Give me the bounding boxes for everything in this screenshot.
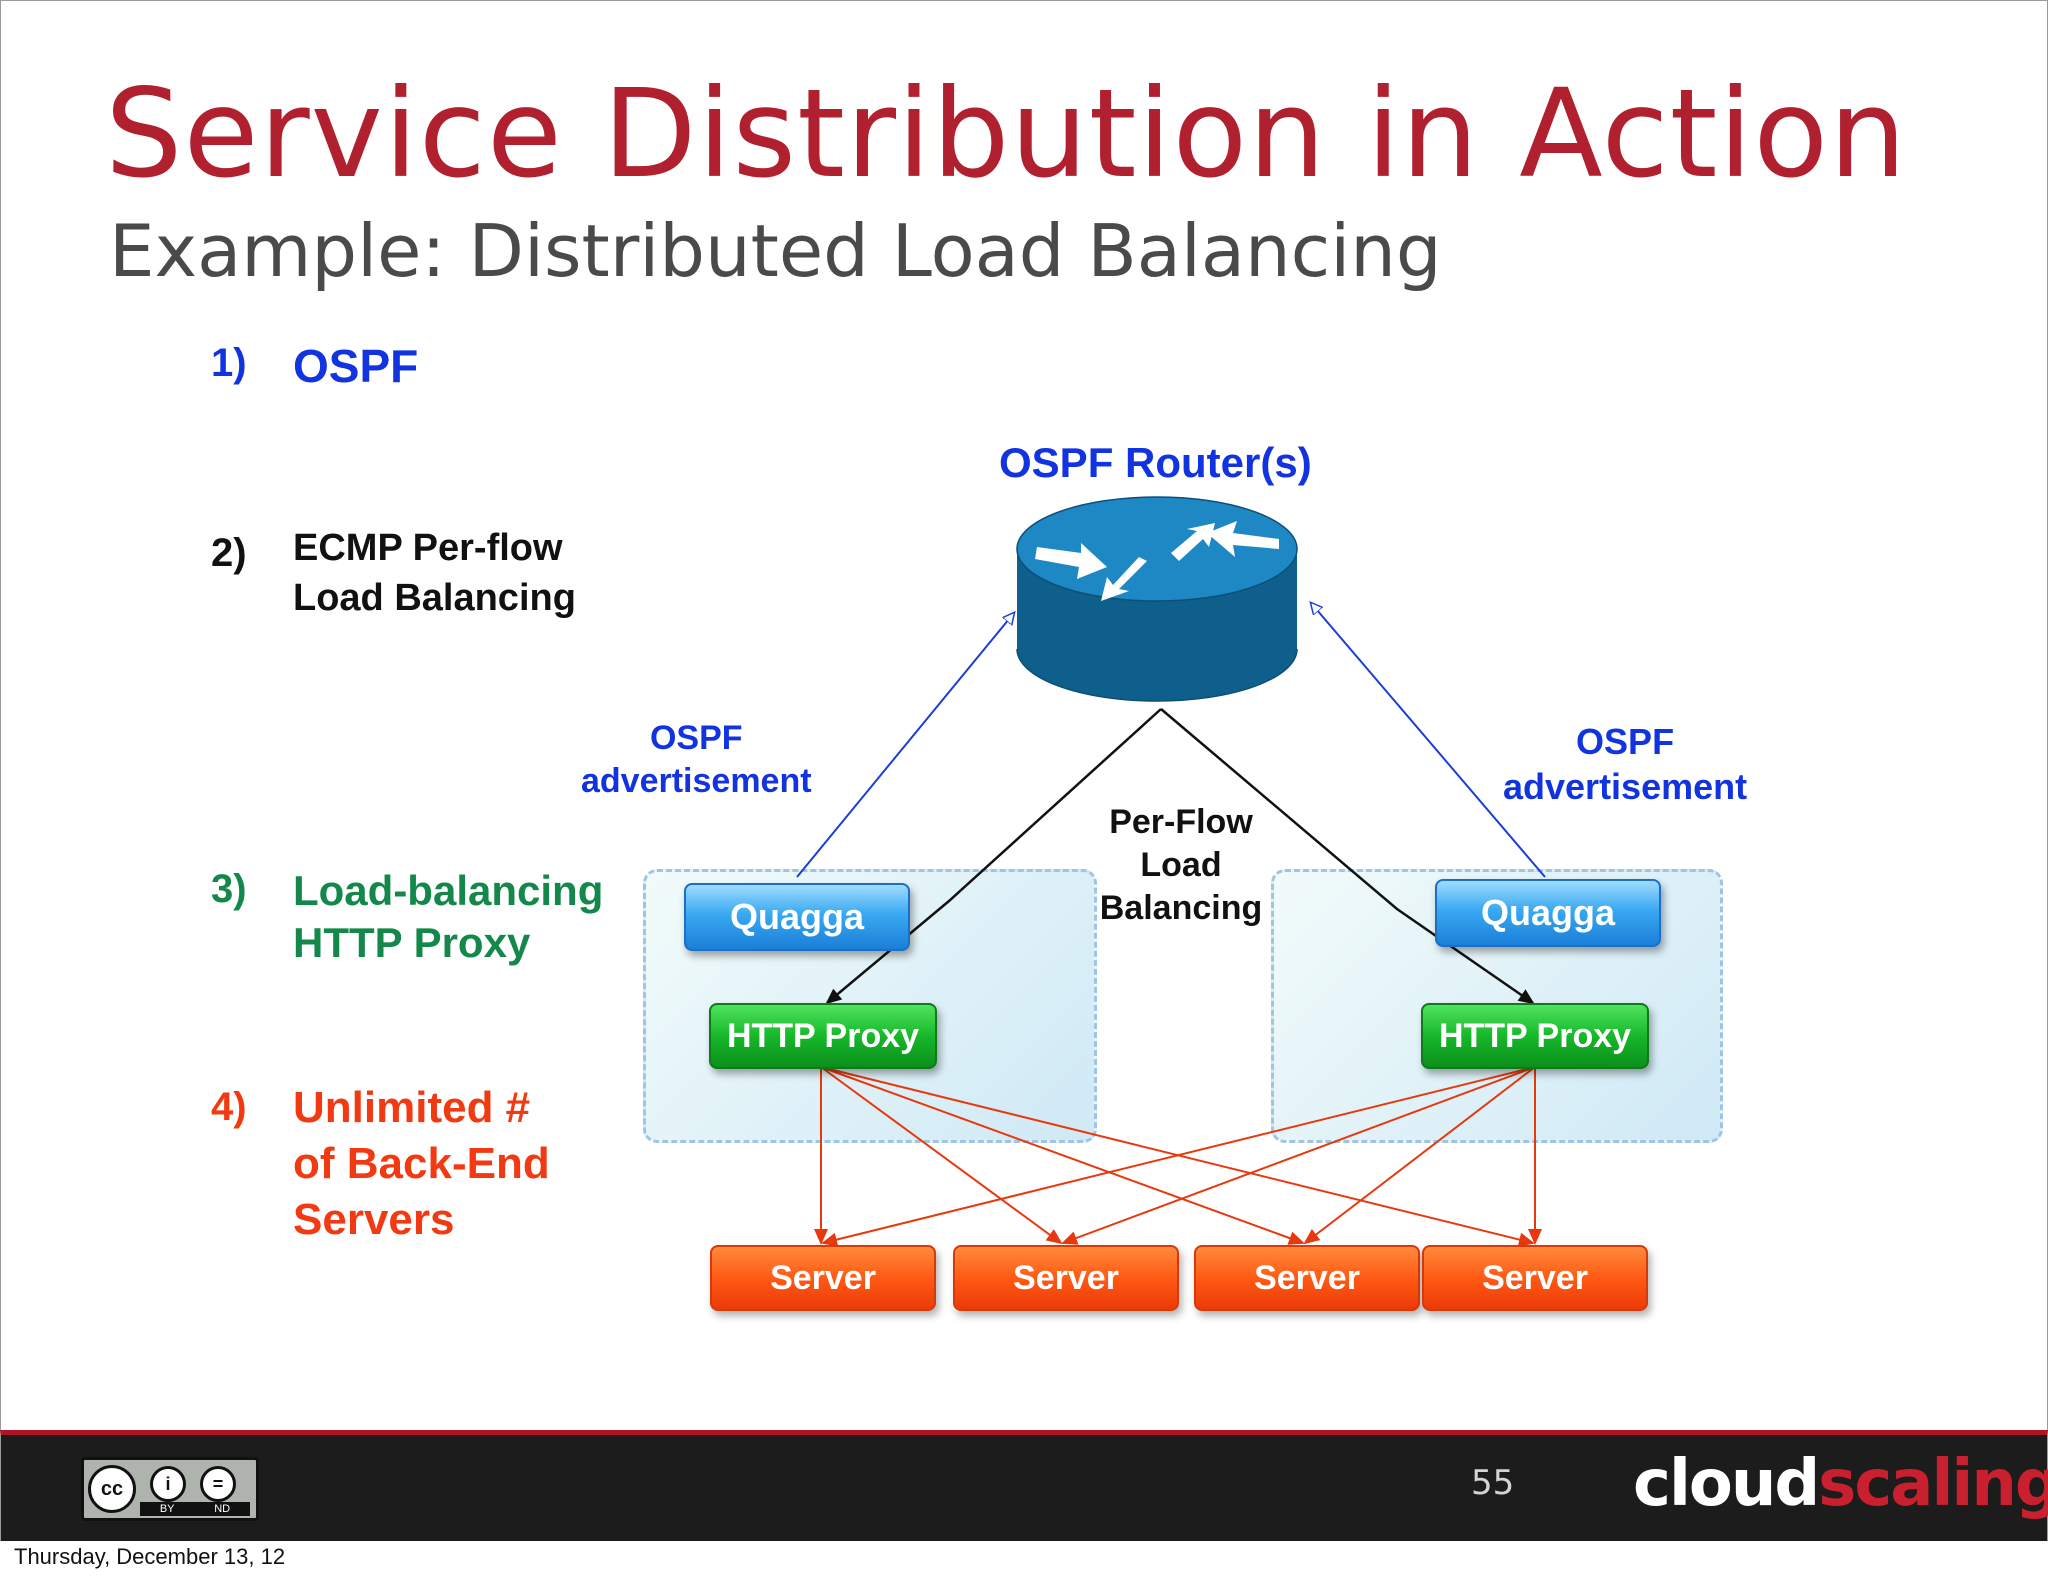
step-2-line-2: Load Balancing (293, 577, 576, 619)
logo-part-cloud: cloud (1633, 1447, 1820, 1521)
ospf-advert-arrow-right (1311, 603, 1546, 878)
no-derivatives-equals-icon: = (200, 1466, 236, 1502)
quagga-node-right: Quagga (1435, 879, 1661, 947)
cc-circle-icon: cc (88, 1465, 136, 1513)
page-number: 55 (1471, 1463, 1515, 1503)
server-node-4: Server (1422, 1245, 1648, 1311)
ospf-advertisement-left-line-1: OSPF (649, 719, 743, 757)
fanout-left-3 (820, 1066, 1305, 1245)
router-label: OSPF Router(s) (999, 439, 1312, 486)
step-2-line-1: ECMP Per-flow (293, 527, 563, 569)
step-3-line-2: HTTP Proxy (293, 919, 531, 966)
slide-subtitle: Example: Distributed Load Balancing (109, 209, 1442, 293)
license-nd-text: ND (214, 1503, 231, 1515)
creative-commons-by-nd-icon: cc i = BY ND (81, 1457, 259, 1521)
server-node-3: Server (1194, 1245, 1420, 1311)
server-node-2: Server (953, 1245, 1179, 1311)
license-terms-strip: BY ND (140, 1502, 250, 1516)
cloudscaling-logo: cloudscaling (1633, 1447, 2048, 1521)
http-proxy-node-left: HTTP Proxy (709, 1003, 937, 1069)
step-2-number: 2) (211, 531, 247, 575)
slide-footer: cc i = BY ND 55 cloudscaling (0, 1430, 2048, 1541)
slide-title: Service Distribution in Action (105, 63, 1908, 205)
step-4-line-3: Servers (293, 1195, 455, 1244)
ospf-advertisement-right-line-2: advertisement (1503, 766, 1748, 807)
step-1-label: OSPF (293, 340, 419, 392)
ospf-advert-arrow-left (796, 613, 1014, 878)
fanout-left-2 (820, 1066, 1063, 1245)
per-flow-label: Per-Flow Load Balancing (1091, 801, 1271, 930)
fanout-right-1 (821, 1066, 1536, 1247)
step-1-number: 1) (211, 341, 247, 385)
logo-part-scaling: scaling (1818, 1447, 2048, 1521)
date-caption: Thursday, December 13, 12 (14, 1544, 286, 1569)
fanout-right-3 (1303, 1066, 1536, 1245)
http-proxy-node-right: HTTP Proxy (1421, 1003, 1649, 1069)
ospf-advertisement-left-line-2: advertisement (581, 762, 812, 800)
connector-layer (796, 496, 1546, 1247)
step-4-line-1: Unlimited # (293, 1083, 531, 1132)
fanout-right-2 (1061, 1066, 1536, 1245)
per-flow-line-2: Load (1140, 846, 1222, 884)
server-node-1: Server (710, 1245, 936, 1311)
ospf-advertisement-left: OSPF advertisement (581, 717, 812, 803)
step-4-number: 4) (211, 1085, 247, 1129)
slide: Service Distribution in Action Example: … (0, 0, 2048, 1432)
attribution-person-icon: i (150, 1466, 186, 1502)
flow-arrow-left (825, 708, 1162, 1005)
step-3-line-1: Load-balancing (293, 867, 604, 914)
step-4-line-2: of Back-End (293, 1139, 550, 1188)
per-flow-line-1: Per-Flow (1109, 803, 1253, 841)
quagga-node-left: Quagga (684, 883, 910, 951)
license-by-text: BY (159, 1503, 175, 1515)
ospf-advertisement-right-line-1: OSPF (1576, 721, 1675, 762)
server-fanout (814, 1066, 1542, 1247)
flow-arrow-right (1160, 708, 1535, 1005)
ospf-advertisement-right: OSPF advertisement (1503, 719, 1747, 809)
per-flow-line-3: Balancing (1099, 889, 1263, 927)
step-3-number: 3) (211, 867, 247, 911)
router-icon (1016, 496, 1298, 702)
